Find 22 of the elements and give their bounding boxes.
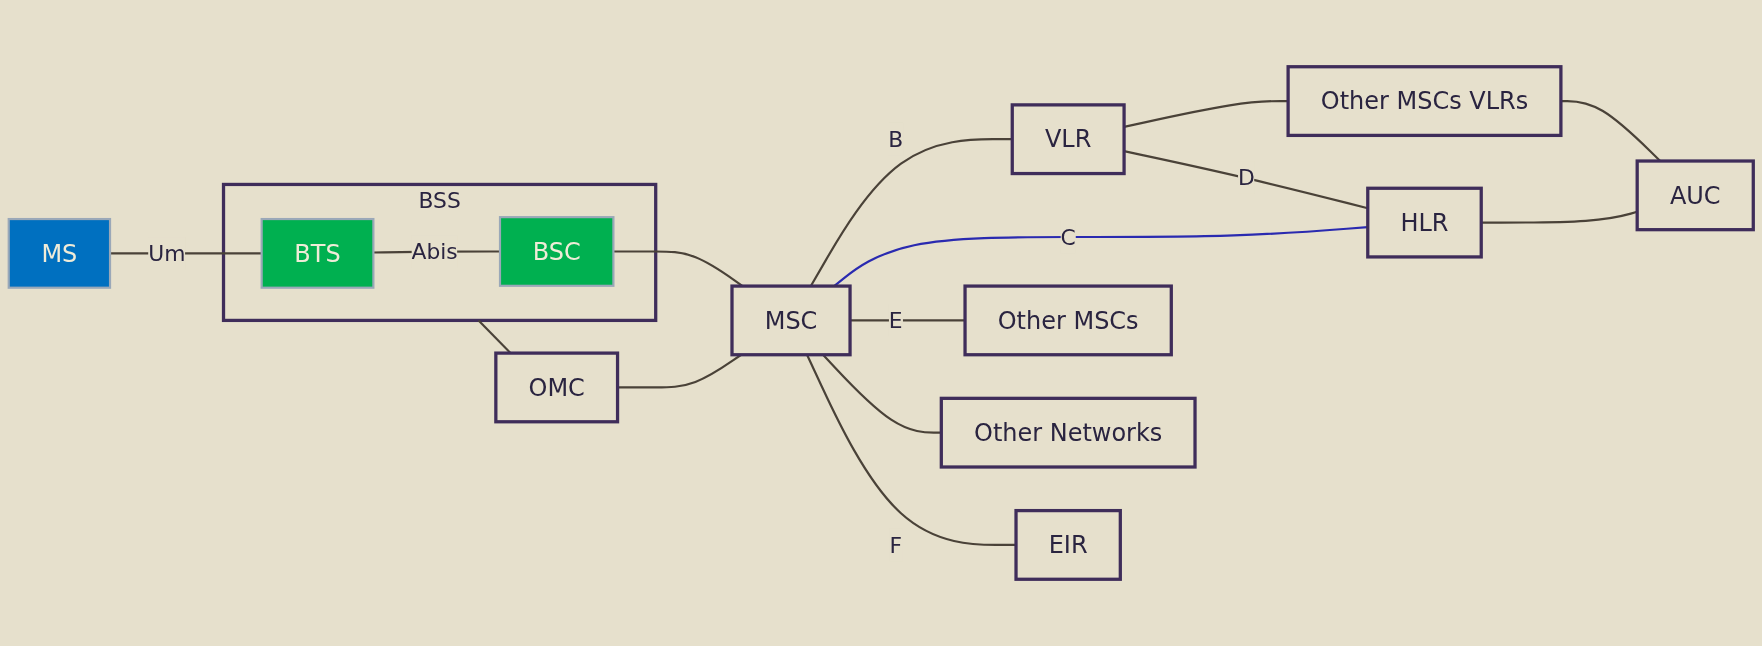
node-box: Other MSCs bbox=[963, 284, 1173, 357]
connector bbox=[477, 319, 512, 354]
edge-label: C bbox=[1060, 223, 1076, 251]
node-box: AUC bbox=[1635, 159, 1755, 232]
edge-label: Abis bbox=[411, 238, 458, 265]
node-box: HLR bbox=[1366, 186, 1483, 259]
edge-label: D bbox=[1238, 164, 1255, 191]
node-box: BSC bbox=[498, 216, 615, 287]
node-box: Other MSCs VLRs bbox=[1286, 65, 1563, 138]
connector bbox=[613, 250, 744, 287]
node-box: MS bbox=[7, 217, 112, 289]
node-box: BTS bbox=[260, 217, 375, 289]
node-box: MSC bbox=[730, 284, 852, 357]
node-box: OMC bbox=[494, 351, 620, 424]
node-box: EIR bbox=[1014, 508, 1122, 581]
node-box: Other Networks bbox=[939, 396, 1197, 469]
edge-label: Um bbox=[148, 240, 186, 267]
edge-label: E bbox=[888, 307, 903, 334]
edge-label: B bbox=[888, 126, 904, 153]
connector bbox=[806, 354, 1016, 546]
edge-label: F bbox=[889, 531, 902, 559]
node-box: VLR bbox=[1010, 103, 1126, 176]
